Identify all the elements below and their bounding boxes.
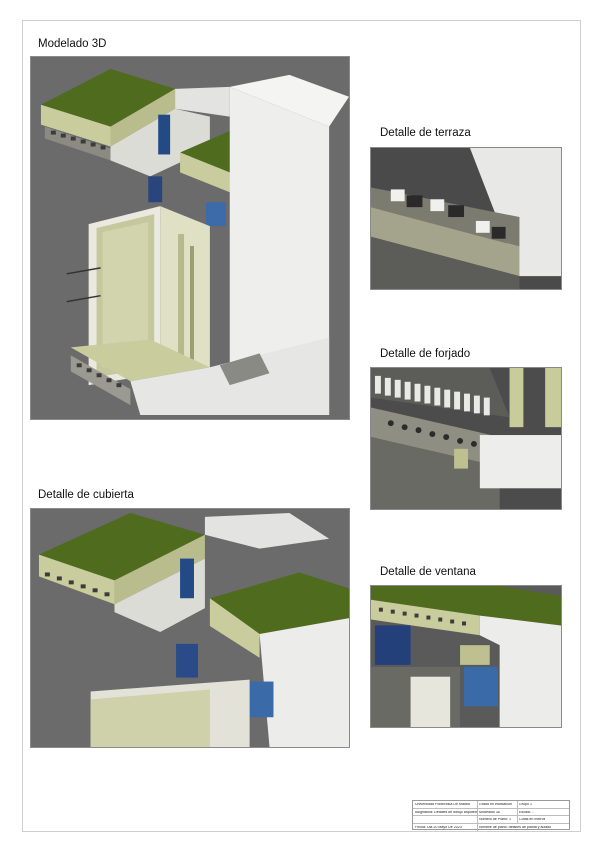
render-detalle-ventana: [370, 585, 562, 728]
heading-modelado-3d: Modelado 3D: [38, 38, 107, 50]
title-block: Universidad Politécnica De Madrid Grado …: [412, 800, 570, 831]
fecha-label: Fecha: Dia 20 Mayo De 2023: [415, 825, 462, 829]
heading-detalle-ventana: Detalle de ventana: [380, 566, 476, 578]
title-block-row: Fecha: Dia 20 Mayo De 2023 Nombre de pla…: [413, 823, 569, 831]
title-block-row: Universidad Politécnica De Madrid Grado …: [413, 801, 569, 808]
unidades-label: Cotas en metros: [519, 817, 546, 821]
title-block-row: Número de Plano: 1 Cotas en metros: [413, 815, 569, 824]
contenido-label: Modelado 3D: [479, 810, 501, 814]
heading-detalle-terraza: Detalle de terraza: [380, 127, 471, 139]
render-detalle-cubierta: [30, 508, 350, 748]
render-modelado-3d: [30, 56, 350, 420]
plano-number: Número de Plano: 1: [479, 817, 511, 821]
heading-detalle-cubierta: Detalle de cubierta: [38, 489, 134, 501]
escala-label: Escala: -: [519, 810, 533, 814]
render-detalle-terraza: [370, 147, 562, 290]
title-block-row: Asignatura: Detalles de dibujo arquitect…: [413, 808, 569, 816]
grupo-label: Grupo 1: [519, 802, 532, 806]
sheet-frame: [22, 20, 581, 832]
nombre-plano-label: Nombre de plano: detalles de planta y al…: [479, 825, 552, 829]
render-detalle-forjado: [370, 367, 562, 510]
grado-label: Grado en edificación: [479, 802, 512, 806]
asignatura-label: Asignatura: Detalles de dibujo arquitect…: [415, 810, 477, 814]
heading-detalle-forjado: Detalle de forjado: [380, 348, 471, 360]
university-name: Universidad Politécnica De Madrid: [415, 802, 470, 806]
